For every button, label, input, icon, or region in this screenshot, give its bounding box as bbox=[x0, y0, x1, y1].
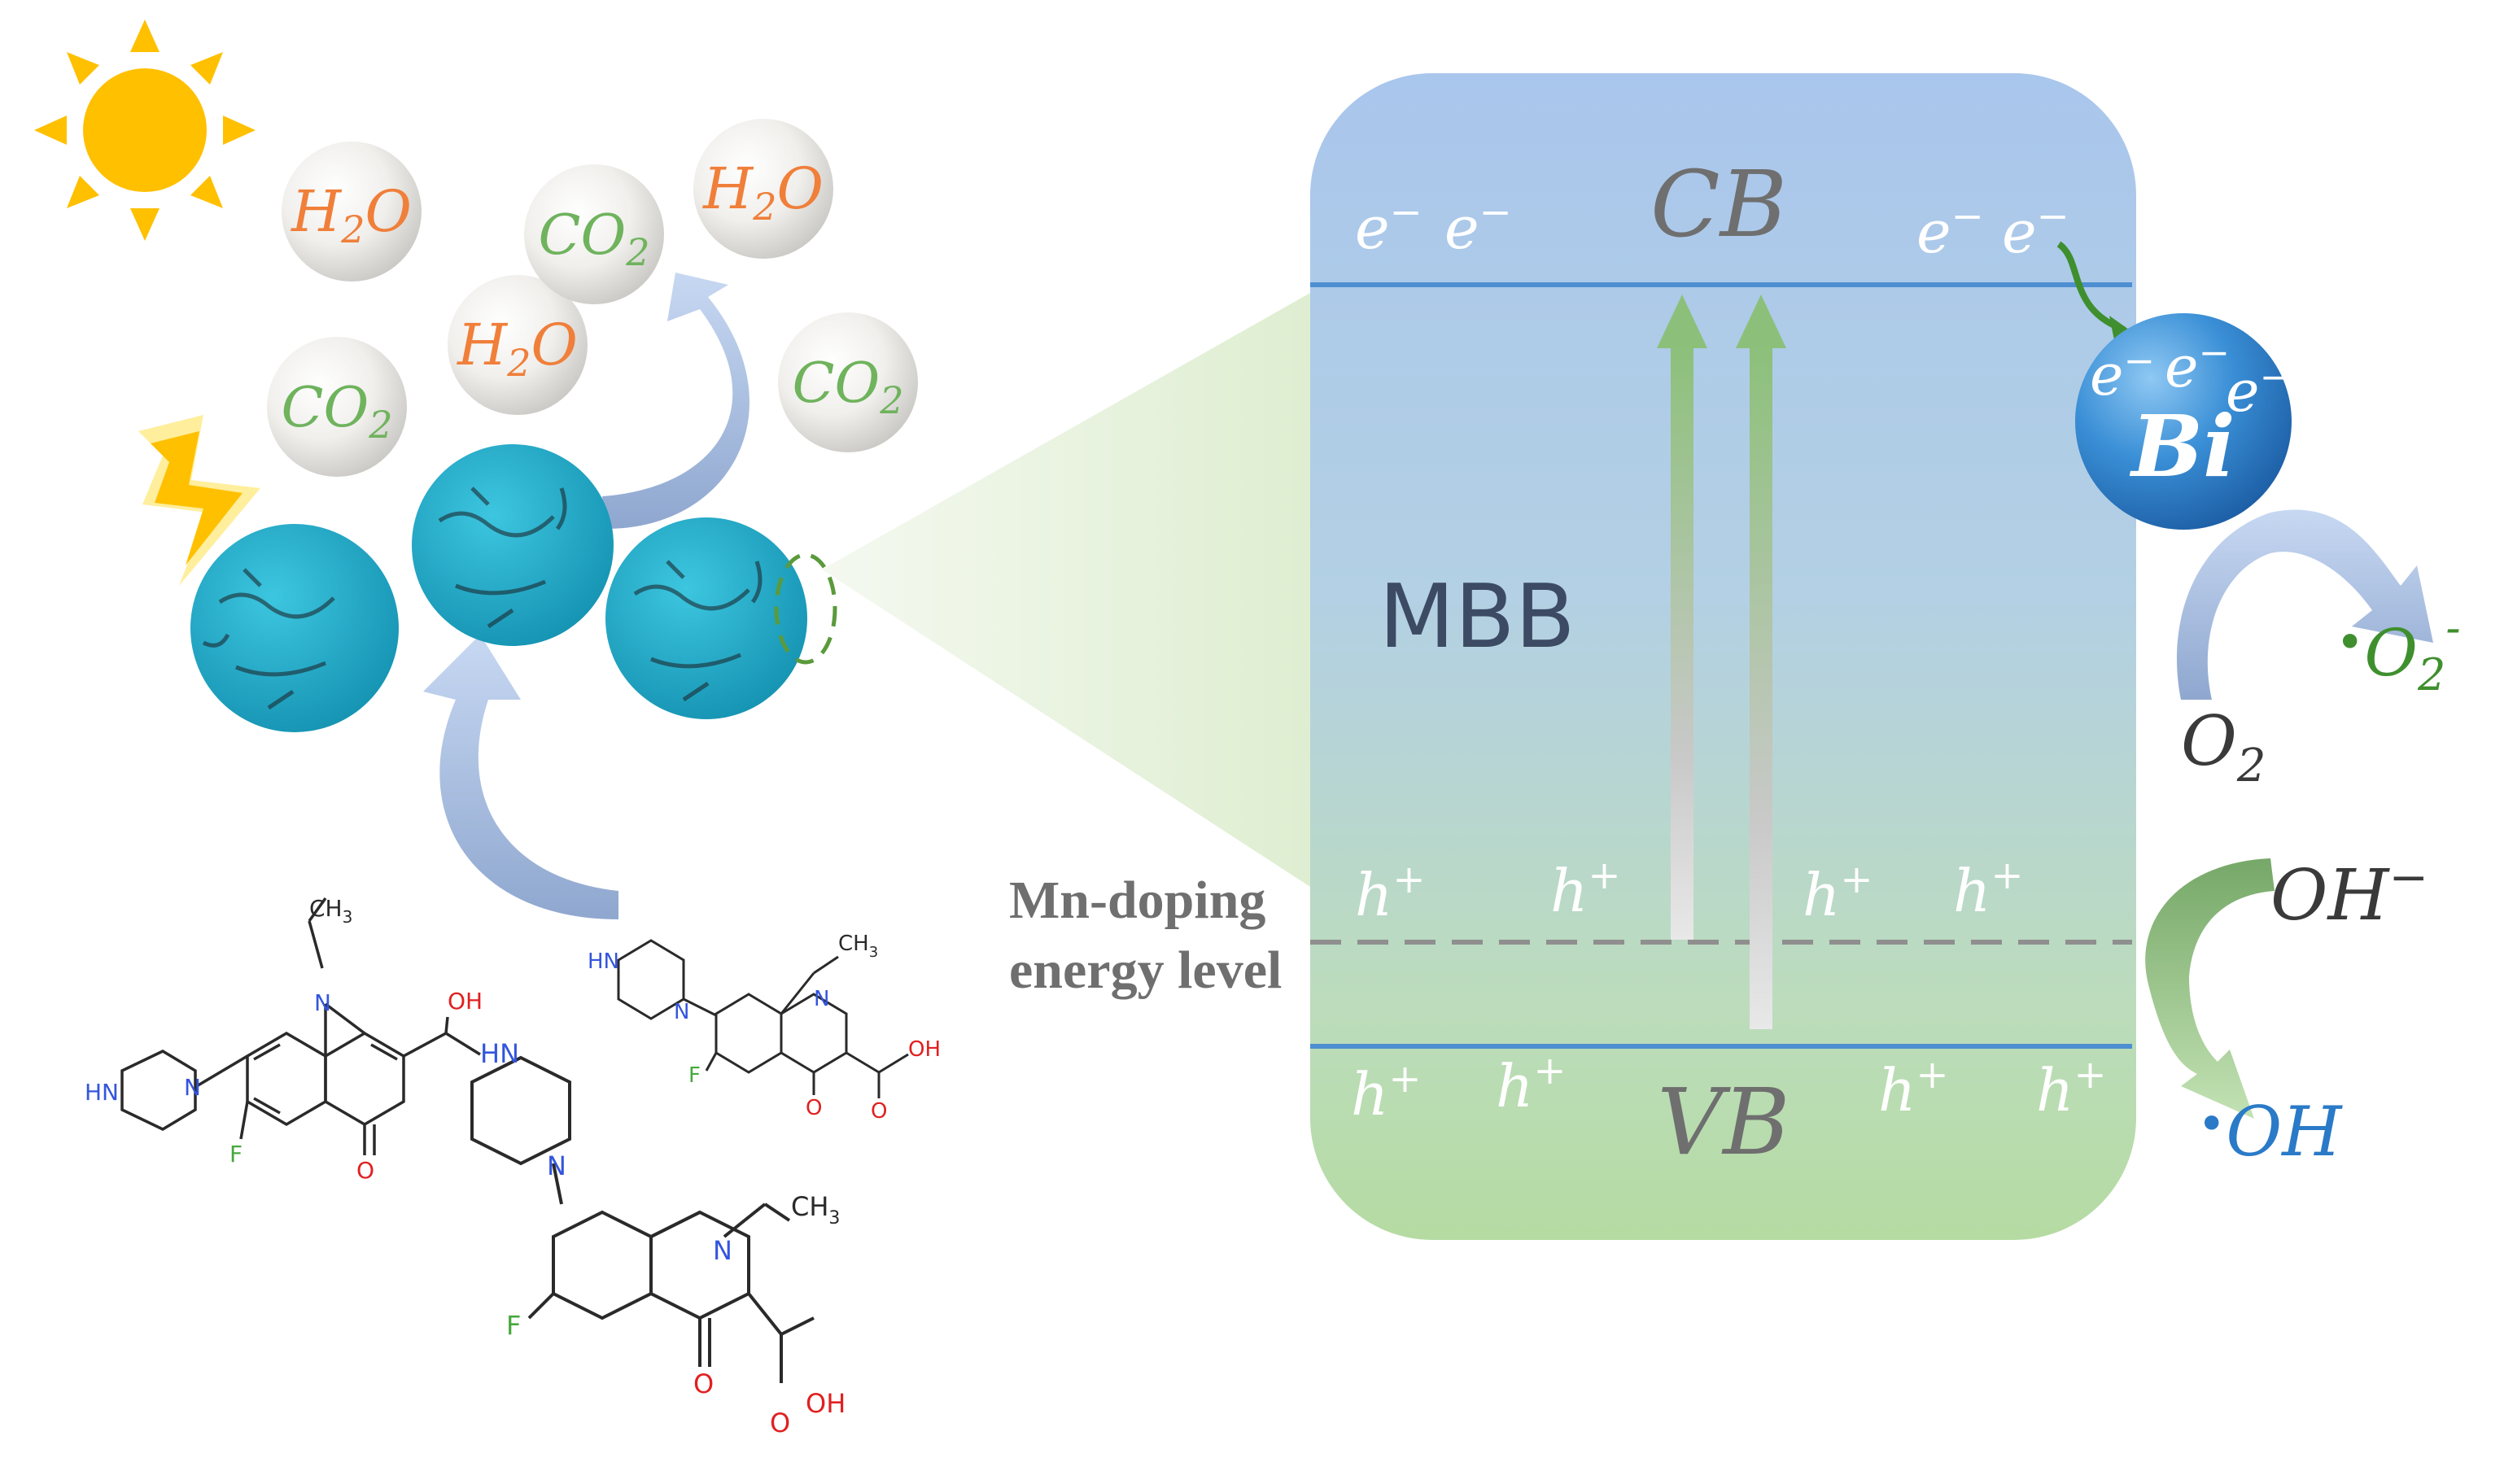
svg-text:N: N bbox=[184, 1074, 201, 1101]
excitation-arrow bbox=[1657, 295, 1707, 940]
svg-text:N: N bbox=[814, 987, 829, 1011]
svg-text:O: O bbox=[770, 1408, 790, 1438]
svg-text:HN: HN bbox=[480, 1038, 519, 1069]
doping-level-label: Mn-doping bbox=[1009, 871, 1265, 930]
svg-text:CH3: CH3 bbox=[791, 1191, 840, 1229]
oh-oxidation-arrow bbox=[2145, 858, 2275, 1119]
svg-text:F: F bbox=[229, 1141, 243, 1168]
pollutant-structure bbox=[120, 897, 481, 1155]
o2-reduction-arrow bbox=[2176, 509, 2433, 700]
svg-text:N: N bbox=[547, 1150, 566, 1181]
svg-text:F: F bbox=[506, 1310, 521, 1341]
hydroxide-label: OH− bbox=[2270, 849, 2428, 936]
hole-label: h+ bbox=[1351, 1056, 1422, 1128]
sun-icon bbox=[34, 20, 256, 241]
svg-text:Bi: Bi bbox=[2129, 396, 2235, 496]
svg-text:OH: OH bbox=[448, 988, 483, 1015]
svg-text:N: N bbox=[674, 1000, 689, 1024]
mbb-label: MBB bbox=[1379, 566, 1575, 668]
svg-text:H2O: H2O bbox=[456, 312, 578, 385]
svg-text:CH3: CH3 bbox=[309, 895, 352, 927]
hole-label: h+ bbox=[1953, 853, 2024, 925]
doping-level-label: energy level bbox=[1009, 941, 1282, 1000]
co2-molecule: CO2 bbox=[778, 312, 918, 452]
svg-text:HN: HN bbox=[588, 949, 619, 974]
svg-text:F: F bbox=[688, 1063, 701, 1088]
h2o-molecule: H2O bbox=[693, 119, 833, 259]
hole-label: h+ bbox=[2036, 1052, 2107, 1124]
svg-text:CO2: CO2 bbox=[792, 351, 903, 422]
svg-text:CH3: CH3 bbox=[838, 932, 878, 961]
svg-text:e−: e− bbox=[2165, 330, 2230, 400]
hole-label: h+ bbox=[1550, 853, 1621, 925]
catalyst-sphere bbox=[605, 517, 807, 719]
electron-label: e− bbox=[2002, 194, 2069, 266]
svg-text:H2O: H2O bbox=[290, 178, 412, 251]
superoxide-label: •O2- bbox=[2336, 602, 2461, 701]
electron-label: e− bbox=[1916, 194, 1984, 266]
svg-text:N: N bbox=[314, 989, 331, 1016]
adsorption-arrow bbox=[423, 635, 618, 919]
h2o-molecule: H2O bbox=[448, 275, 588, 415]
vb-label: VB bbox=[1657, 1070, 1790, 1176]
svg-text:e−: e− bbox=[2226, 355, 2291, 425]
hole-label: h+ bbox=[1803, 857, 1873, 929]
catalyst-sphere bbox=[190, 524, 399, 732]
svg-text:OH: OH bbox=[806, 1388, 846, 1419]
svg-text:O: O bbox=[356, 1157, 374, 1184]
hole-label: h+ bbox=[1496, 1048, 1567, 1120]
pollutant-structure bbox=[617, 939, 909, 1098]
bi-cocatalyst: Bi e− e− e− bbox=[2075, 313, 2292, 530]
svg-text:e−: e− bbox=[2090, 338, 2155, 408]
hole-label: h+ bbox=[1355, 857, 1426, 929]
cb-label: CB bbox=[1650, 152, 1787, 258]
svg-text:HN: HN bbox=[85, 1079, 119, 1106]
svg-text:O: O bbox=[806, 1096, 822, 1120]
pollutant-structure bbox=[470, 1055, 815, 1383]
svg-text:O: O bbox=[871, 1099, 887, 1124]
excitation-arrow bbox=[1736, 295, 1786, 1029]
co2-molecule: CO2 bbox=[267, 337, 407, 477]
catalyst-sphere bbox=[412, 444, 614, 646]
electron-label: e− bbox=[1355, 190, 1422, 262]
h2o-molecule: H2O bbox=[282, 142, 422, 282]
semiconductor-box bbox=[1310, 73, 2136, 1240]
zoom-cone bbox=[822, 293, 1310, 887]
svg-text:H2O: H2O bbox=[701, 155, 824, 229]
svg-text:OH: OH bbox=[908, 1037, 941, 1062]
hole-label: h+ bbox=[1878, 1052, 1949, 1124]
svg-text:CO2: CO2 bbox=[538, 203, 649, 274]
svg-text:O: O bbox=[693, 1368, 714, 1399]
electron-label: e− bbox=[1444, 190, 1512, 262]
svg-text:CO2: CO2 bbox=[281, 376, 392, 447]
o2-label: O2 bbox=[2181, 701, 2266, 792]
release-arrow bbox=[602, 273, 750, 529]
co2-molecule: CO2 bbox=[524, 164, 664, 304]
lightning-icon bbox=[138, 415, 260, 586]
hydroxyl-radical-label: •OH bbox=[2197, 1092, 2343, 1172]
zoom-circle bbox=[774, 552, 837, 665]
svg-text:N: N bbox=[713, 1235, 732, 1266]
electron-transfer-arrow bbox=[2056, 241, 2126, 333]
band-diagram: CB VB MBB e− e− e− e− h+ h+ h+ h+ h+ h+ … bbox=[1310, 73, 2136, 1240]
